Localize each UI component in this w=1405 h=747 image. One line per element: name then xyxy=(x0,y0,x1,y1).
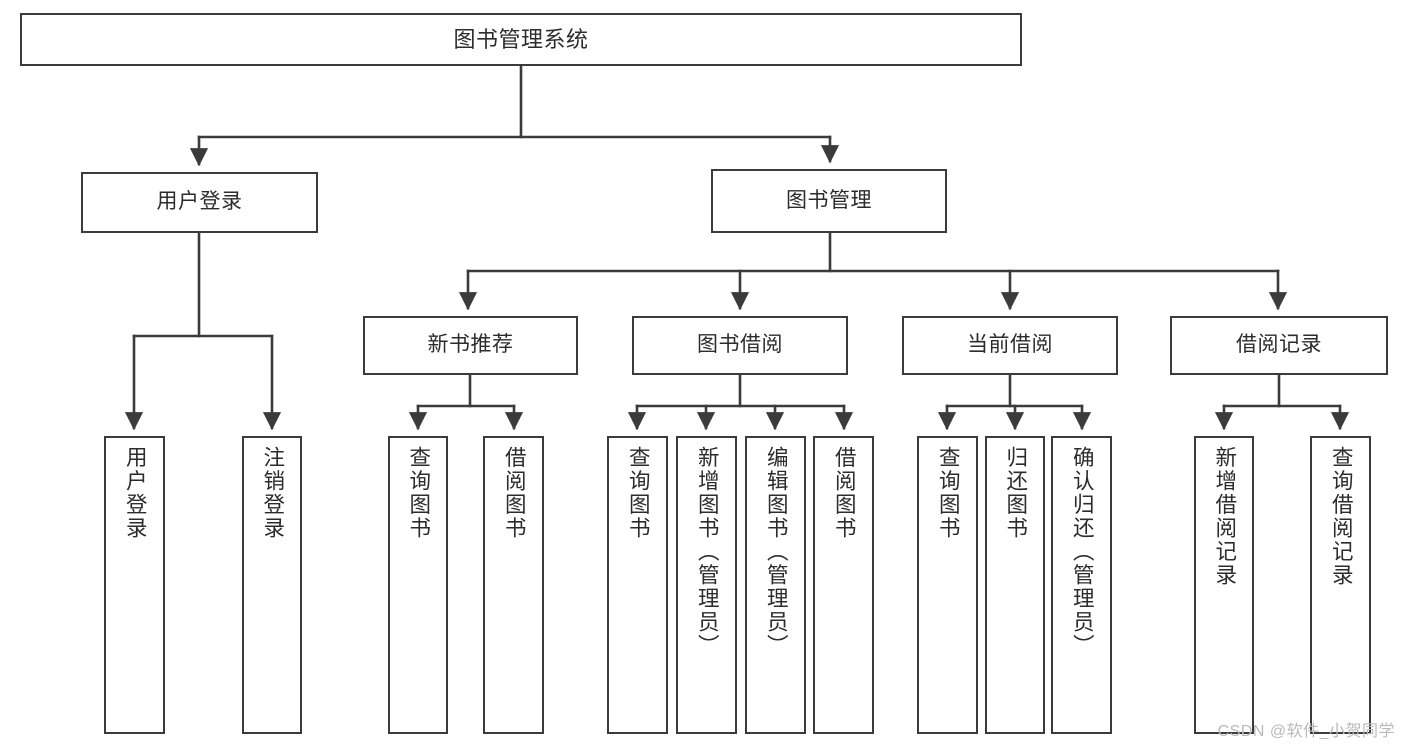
node-user-login-label: 用户登录 xyxy=(156,190,243,214)
node-current-borrow-label: 当前借阅 xyxy=(967,333,1053,357)
leaf-new-book-query[interactable]: 查询图书 xyxy=(388,436,448,734)
leaf-user-login-signout[interactable]: 注销登录 xyxy=(242,436,302,734)
node-borrow-record[interactable]: 借阅记录 xyxy=(1170,316,1388,375)
node-root[interactable]: 图书管理系统 xyxy=(20,13,1022,66)
node-book-borrow-label: 图书借阅 xyxy=(697,333,783,357)
leaf-label: 新增借阅记录 xyxy=(1212,446,1237,587)
leaf-label: 查询图书 xyxy=(936,446,961,540)
leaf-borrow-book-borrow[interactable]: 借阅图书 xyxy=(813,436,874,734)
node-borrow-record-label: 借阅记录 xyxy=(1236,333,1322,357)
leaf-borrow-record-query[interactable]: 查询借阅记录 xyxy=(1310,436,1371,734)
leaf-borrow-book-add[interactable]: 新增图书（管理员） xyxy=(676,436,737,734)
leaf-label: 查询借阅记录 xyxy=(1329,446,1354,587)
leaf-current-borrow-query[interactable]: 查询图书 xyxy=(917,436,978,734)
leaf-current-borrow-return[interactable]: 归还图书 xyxy=(985,436,1045,734)
node-book-management-label: 图书管理 xyxy=(786,188,872,212)
node-book-management[interactable]: 图书管理 xyxy=(711,169,947,233)
node-new-book-recommend-label: 新书推荐 xyxy=(427,333,514,357)
leaf-label: 查询图书 xyxy=(406,446,431,540)
leaf-label: 确认归还（管理员） xyxy=(1070,446,1095,658)
leaf-borrow-record-add[interactable]: 新增借阅记录 xyxy=(1194,436,1254,734)
leaf-label: 新增图书（管理员） xyxy=(695,446,720,658)
leaf-borrow-book-query[interactable]: 查询图书 xyxy=(607,436,668,734)
leaf-label: 注销登录 xyxy=(260,446,285,540)
node-book-borrow[interactable]: 图书借阅 xyxy=(632,316,848,375)
leaf-new-book-borrow[interactable]: 借阅图书 xyxy=(483,436,544,734)
leaf-label: 查询图书 xyxy=(626,446,651,540)
node-current-borrow[interactable]: 当前借阅 xyxy=(902,316,1118,375)
leaf-borrow-book-edit[interactable]: 编辑图书（管理员） xyxy=(745,436,806,734)
node-root-label: 图书管理系统 xyxy=(453,26,589,52)
leaf-label: 归还图书 xyxy=(1003,446,1028,540)
watermark: CSDN @软件_小贺同学 xyxy=(1217,723,1395,740)
node-new-book-recommend[interactable]: 新书推荐 xyxy=(363,316,578,375)
leaf-label: 编辑图书（管理员） xyxy=(764,446,789,658)
leaf-label: 借阅图书 xyxy=(832,446,857,540)
leaf-label: 用户登录 xyxy=(123,446,148,540)
node-user-login[interactable]: 用户登录 xyxy=(81,172,318,233)
leaf-current-borrow-confirm-return[interactable]: 确认归还（管理员） xyxy=(1051,436,1112,734)
leaf-label: 借阅图书 xyxy=(502,446,527,540)
leaf-user-login-signin[interactable]: 用户登录 xyxy=(104,436,165,734)
